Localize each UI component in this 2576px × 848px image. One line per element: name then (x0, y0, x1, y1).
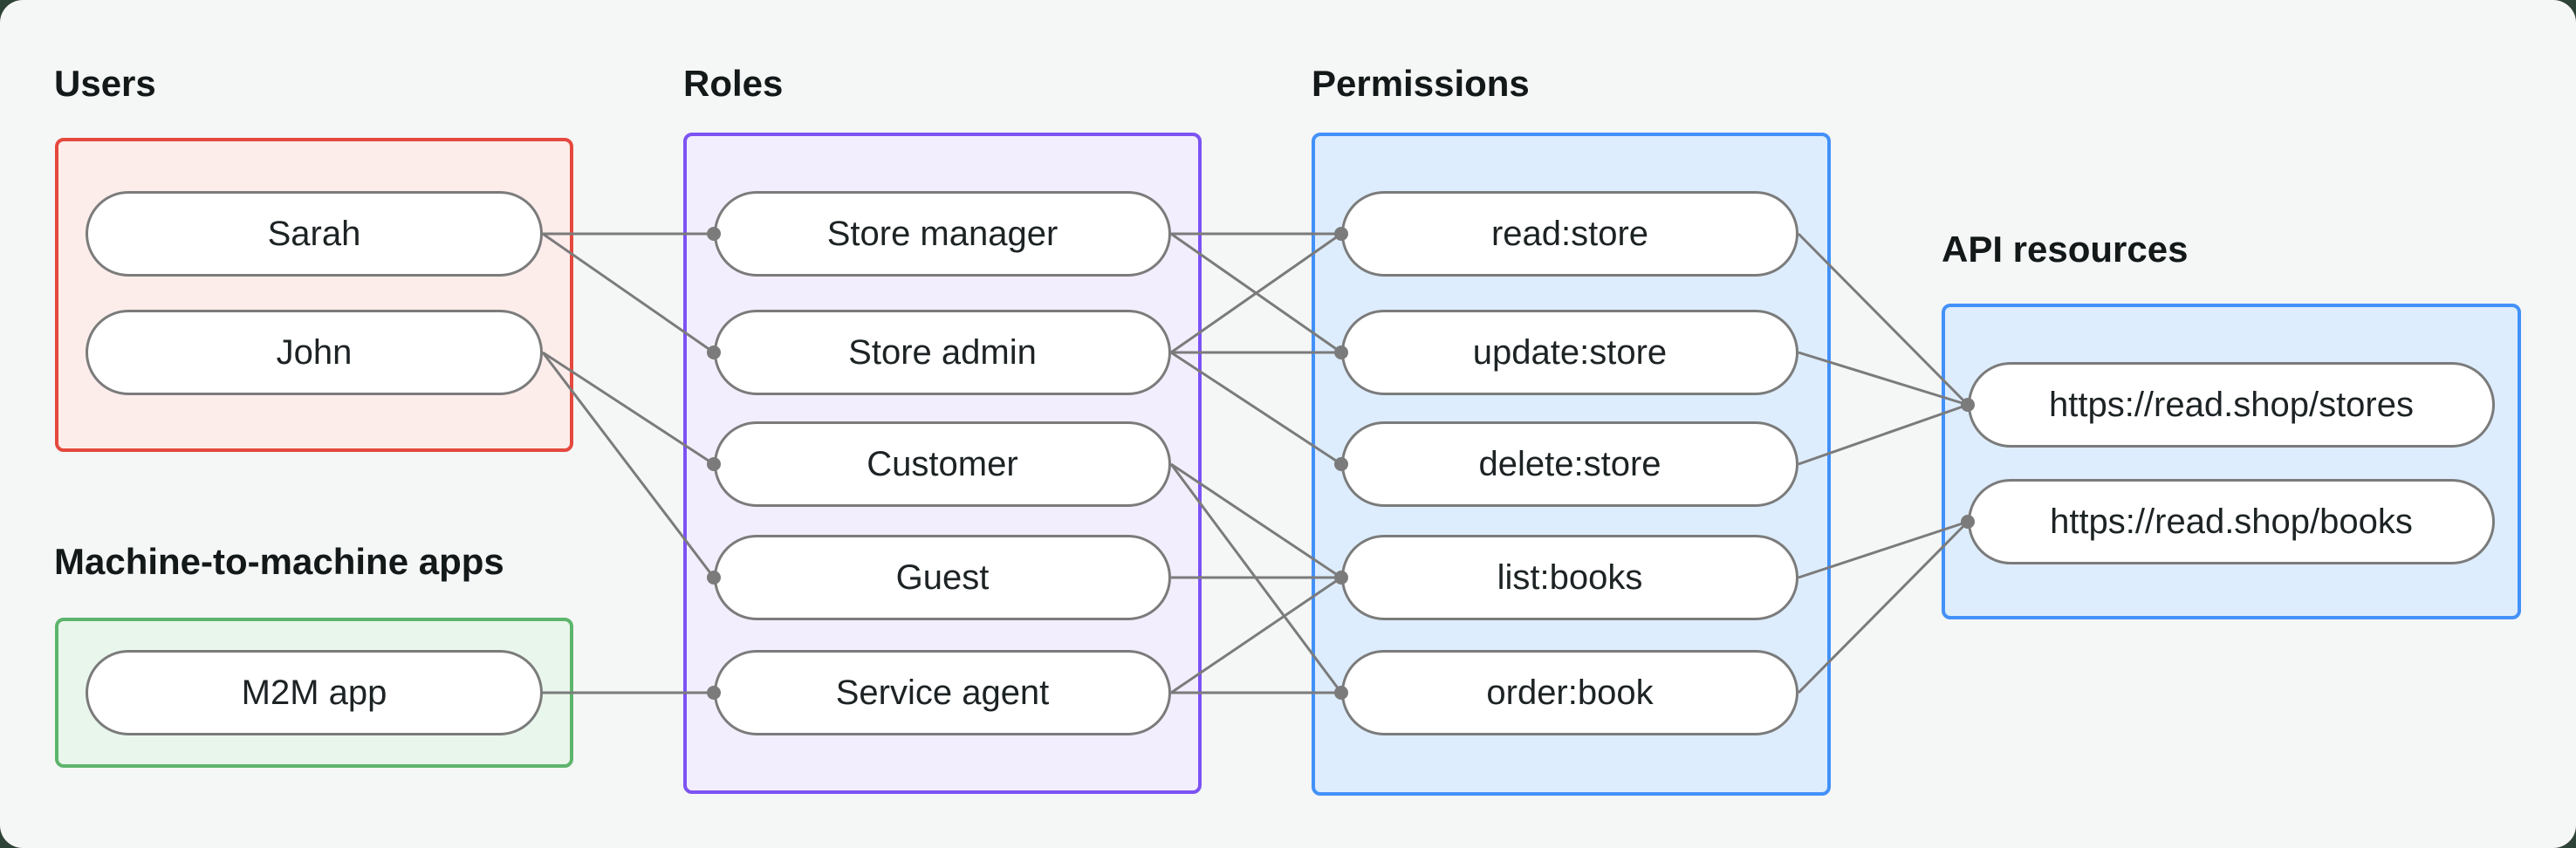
node-guest: Guest (714, 535, 1171, 620)
api-resources-section-label: API resources (1942, 229, 2189, 270)
edge-john-to-guest (541, 352, 716, 578)
node-john: John (86, 310, 543, 395)
edge-read-store-to-stores-api (1797, 232, 1970, 407)
node-customer: Customer (714, 421, 1171, 507)
edge-sarah-to-store-admin (542, 232, 715, 354)
node-sarah: Sarah (86, 191, 543, 277)
users-section-label: Users (54, 63, 156, 104)
node-store-admin: Store admin (714, 310, 1171, 395)
edge-john-to-customer (542, 351, 715, 466)
node-store-manager: Store manager (714, 191, 1171, 277)
api-resources-group-box (1942, 304, 2521, 619)
users-group-box (55, 138, 573, 452)
node-m2m-app: M2M app (86, 650, 543, 735)
node-service-agent: Service agent (714, 650, 1171, 735)
node-books-api: https://read.shop/books (1968, 479, 2495, 564)
permissions-section-label: Permissions (1312, 63, 1530, 104)
edge-delete-store-to-stores-api (1798, 403, 1969, 466)
node-order-book: order:book (1341, 650, 1798, 735)
edge-service-agent-to-list-books (1170, 576, 1342, 694)
edge-customer-to-list-books (1170, 462, 1342, 579)
edge-store-admin-to-read-store (1170, 232, 1342, 354)
node-update-store: update:store (1341, 310, 1798, 395)
roles-section-label: Roles (683, 63, 784, 104)
edge-order-book-to-books-api (1797, 520, 1970, 694)
edge-store-admin-to-delete-store (1170, 351, 1342, 466)
edge-list-books-to-books-api (1798, 520, 1969, 579)
node-stores-api: https://read.shop/stores (1968, 362, 2495, 448)
node-delete-store: delete:store (1341, 421, 1798, 507)
edge-update-store-to-stores-api (1798, 351, 1969, 407)
node-list-books: list:books (1341, 535, 1798, 620)
node-read-store: read:store (1341, 191, 1798, 277)
m2m-section-label: Machine-to-machine apps (54, 541, 504, 582)
